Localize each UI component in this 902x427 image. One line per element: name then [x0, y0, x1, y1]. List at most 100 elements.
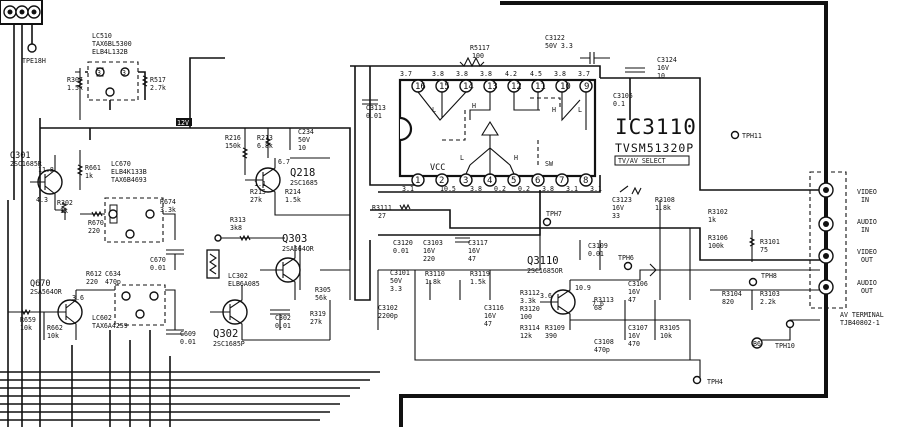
svg-text:3: 3 [463, 176, 468, 186]
lc302-ref: LC302 [228, 272, 248, 280]
jack-video-in: VIDEO IN [818, 182, 877, 204]
r5117-ref: R5117 [470, 44, 490, 52]
lc510-part: TAX6BL5300 [92, 40, 132, 48]
svg-text:14: 14 [463, 82, 474, 92]
test-point-tph11 [730, 130, 740, 140]
q670-transistor: Q670 2SA564OR 3.6 R659 10k R662 10k [8, 279, 84, 340]
svg-text:IN: IN [861, 196, 869, 204]
test-point-tph11-group: TPH11 [730, 130, 762, 140]
c3107-ref: C3107 [628, 324, 648, 332]
svg-text:2: 2 [439, 176, 444, 186]
svg-text:AUDIO: AUDIO [857, 279, 877, 287]
q3110-part: 2SC1685OR [527, 267, 563, 275]
r517-value: 2.7k [150, 84, 166, 92]
c3117-value: 47 [468, 255, 476, 263]
jack-audio-in: AUDIO IN [818, 216, 877, 234]
svg-text:3.1: 3.1 [566, 185, 578, 193]
c670-value: 0.01 [150, 264, 166, 272]
svg-text:3: 3 [97, 69, 101, 77]
q670-part: 2SA564OR [30, 288, 62, 296]
svg-text:L: L [432, 106, 436, 114]
ic3110-bottom-pins: 1 2 3 4 5 6 7 8 [411, 173, 593, 187]
c3108-ref: C3108 [594, 338, 614, 346]
c234-voltage: 50V [298, 136, 310, 144]
r3105-value: 10k [660, 332, 672, 340]
svg-text:3.1: 3.1 [402, 185, 414, 193]
q3110-voltage-e: 7.6 [592, 300, 604, 308]
svg-text:1: 1 [415, 176, 420, 186]
r302-ref: R302 [57, 199, 73, 207]
q670-ref: Q670 [30, 279, 50, 289]
r3103-value: 2.2k [760, 298, 776, 306]
r662-value: 10k [47, 332, 59, 340]
r307-ref: R307 [67, 76, 83, 84]
lc302-part: ELB6A085 [228, 280, 260, 288]
ic-vcc-label: VCC [430, 163, 445, 173]
test-point-tph6 [623, 261, 633, 271]
svg-text:3.8: 3.8 [554, 70, 566, 78]
r612-ref: R612 [86, 270, 102, 278]
ic3110-block: 16 15 14 13 12 11 10 9 3.7 3.8 3.8 3.8 4… [350, 65, 820, 261]
c3105-value: 0.1 [613, 100, 625, 108]
svg-text:3.8: 3.8 [456, 70, 468, 78]
r3114-ref: R3114 [520, 324, 540, 332]
supply-12v: 12V [176, 118, 192, 127]
svg-text:9: 9 [584, 82, 589, 92]
r3112-value: 3.3k [520, 297, 536, 305]
b6-label: B6 [753, 340, 761, 348]
svg-text:4: 4 [487, 176, 492, 186]
c3124-ref: C3124 [657, 56, 677, 64]
c3113-value: 0.01 [366, 112, 382, 120]
q218-voltage-c: 6.7 [278, 158, 290, 166]
c302-value: 0.01 [275, 322, 291, 330]
c634-ref: C634 [105, 270, 121, 278]
r661-value: 1k [85, 172, 93, 180]
r302-value: 1k [60, 207, 68, 215]
c3124-voltage: 16V [657, 64, 669, 72]
lc510-ref: LC510 [92, 32, 112, 40]
test-point-b6 [751, 337, 763, 349]
r3106-value: 100k [708, 242, 724, 250]
r3108-value: 1.8k [655, 204, 671, 212]
svg-text:OUT: OUT [861, 287, 873, 295]
svg-text:4.5: 4.5 [530, 70, 542, 78]
svg-text:0.2: 0.2 [494, 185, 506, 193]
q218-part: 2SC1685 [290, 179, 318, 187]
c3105-ref: C3105 [613, 92, 633, 100]
tph8-label: TPH8 [761, 272, 777, 280]
r3119-ref: R3119 [470, 270, 490, 278]
c609-ref: C609 [180, 330, 196, 338]
r3106-ref: R3106 [708, 234, 728, 242]
r670-value: 220 [88, 227, 100, 235]
r674-ref: R674 [160, 198, 176, 206]
q670-voltage: 3.6 [72, 294, 84, 302]
q218-ref: Q218 [290, 167, 315, 179]
tph11-label: TPH11 [742, 132, 762, 140]
c3120-ref: C3120 [393, 239, 413, 247]
svg-text:3.7: 3.7 [400, 70, 412, 78]
c3117-ref: C3117 [468, 239, 488, 247]
r3104-ref: R3104 [722, 290, 742, 298]
r213-value: 6.8k [257, 142, 273, 150]
r319-value: 27k [310, 318, 322, 326]
svg-text:7: 7 [559, 176, 564, 186]
ic-bottom-components: R3111 27 C3120 0.01 C3103 16V 220 C3117 … [372, 185, 820, 380]
q302-ref: Q302 [213, 328, 238, 340]
c3120-value: 0.01 [393, 247, 409, 255]
svg-text:13: 13 [487, 82, 498, 92]
c3116-ref: C3116 [484, 304, 504, 312]
svg-text:8: 8 [583, 176, 588, 186]
c3122-ref: C3122 [545, 34, 565, 42]
svg-text:3.8: 3.8 [480, 70, 492, 78]
r213-ref: R213 [257, 134, 273, 142]
r612-value: 220 [86, 278, 98, 286]
lc602-part: TAX6A4259 [92, 322, 128, 330]
c3103-ref: C3103 [423, 239, 443, 247]
c3124-value: 10 [657, 72, 665, 80]
c3117-voltage: 16V [468, 247, 480, 255]
q218-block: R216 150k R213 6.8k C234 50V 10 Q218 2SC… [225, 128, 350, 216]
svg-text:5: 5 [511, 176, 516, 186]
r319-ref: R319 [310, 310, 326, 318]
ic3110-top-voltages: 3.7 3.8 3.8 3.8 4.2 4.5 3.8 3.7 [400, 70, 590, 78]
